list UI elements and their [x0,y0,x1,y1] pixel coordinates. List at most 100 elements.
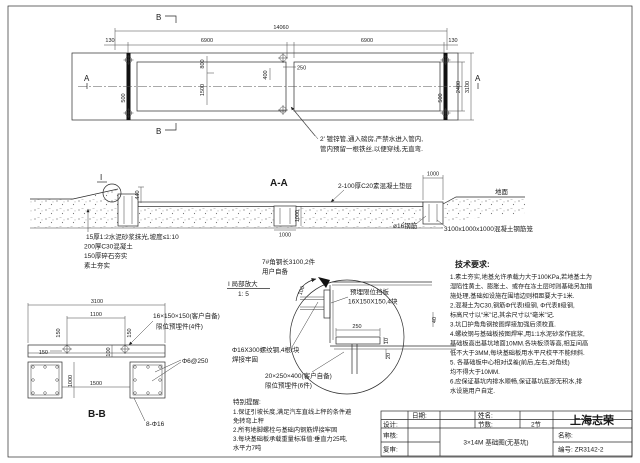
section-marker-b-top: B [156,13,161,22]
detail-label-line2: 1: 5 [238,291,249,298]
base-plate [335,336,381,345]
dim-label: 3100 [465,81,471,93]
plate-note-line2: 16X150X150,4块 [348,297,398,306]
dim-label: 500 [121,93,127,102]
name2-label: 名称: [558,431,573,440]
layer-note-3: 150厚碎石夯实 [84,251,128,260]
dim-label: 130 [448,38,457,44]
dim-label: 400 [263,70,269,79]
anchor-marker [440,107,451,119]
special-notes-title: 特别提醒: [233,397,261,406]
dim-label: 6900 [201,38,213,44]
section-marker-a-right: A [475,74,481,83]
anchor-marker [277,104,289,116]
corner-angle-steel [318,277,330,288]
dim-label: 1000 [295,210,301,222]
dim-label: 1500 [200,84,206,96]
bb-rebar-note: 8-Φ16 [146,421,165,428]
special-note-line: 水平力7吨 [233,444,261,452]
left-ramp-soil [30,189,118,228]
title-block: 日期: 姓名: 节数: 2节 设计: 审核: 复审: 3×14M 基础图(无基坑… [380,411,633,457]
embed-note-line2: 限位预埋件(6件) [265,381,312,390]
bb-footing-right [129,361,166,399]
tech-requirements-title: 技术要求: [455,259,490,269]
layer-note-4: 素土夯实 [84,261,111,270]
detail-circle-marker [102,183,122,203]
tech-line: 6.应保证基坑内排水顺畅,保证基坑底部无积水,排 [450,378,582,386]
dim-label: 500 [438,93,444,102]
special-notes: 特别提醒: 1.保证引坡长度,满足汽车直线上秤的条件避 免转弯上秤 2.所有地脚… [233,397,351,452]
detail-circle [289,279,405,395]
dim-label: 3100 [91,299,103,305]
dim-label: 250 [297,66,306,72]
anchor-marker [440,54,451,66]
dim-label: 1100 [90,312,102,318]
bb-stirrup-note: Φ6@250 [182,358,209,365]
dim-label: 20 [386,353,392,359]
layer-note-2: 200厚C30混凝土 [84,242,133,251]
anchor-bars [300,296,324,310]
special-note-line: 3.每块基础板承载重量标准值:垂直力25吨, [233,435,348,443]
bb-footing-left [27,361,63,399]
dim-label: 100 [106,347,112,356]
dim-label: 10 [384,338,390,344]
sections-label: 节数: [478,420,493,429]
angle-note-line2: 用户自备 [262,267,289,276]
sections-value: 2节 [531,421,542,429]
rebar-note: ø16钢筋 [393,221,418,230]
dim-label: 14060 [273,25,288,31]
dim-label: 1000 [427,172,439,178]
drawing-number: 编号: ZR3142-2 [558,445,604,454]
limit-baffle-plate [323,289,331,319]
pipe-note-line1: 2' 镀锌管,通入磅房,严禁水进入管内, [320,134,423,143]
dim-label: 150 [39,350,48,356]
bb-embed-note-line2: 限位预埋件(4件) [156,322,203,331]
name-label: 姓名: [478,411,493,420]
section-bb: 3100 1100 150 150 150 100 1000 1500 16×1… [27,299,220,428]
dim-label: 100 [298,285,307,296]
dim-label: 250 [352,324,361,330]
tech-line: 施处理,基础如设施在围墙边则相距要大于1米. [450,292,575,300]
dim-label: 150 [127,328,133,337]
tech-line: 基础板高出基坑地面10MM.各块板须等高,相互间高 [450,340,588,348]
design-label: 设计: [383,420,398,429]
tech-line: 4.螺纹钢与基础板按图焊牢,用1:1水泥砂浆作底浆, [450,330,585,338]
pedestal-middle [273,205,297,227]
tech-line: 均不得大于10MM. [450,368,500,376]
plan-view: 14060 130 6900 6900 130 800 1500 400 250… [71,13,481,153]
angle-note-line1: 7#角钢长3100,2件 [262,257,316,266]
tech-line: 1.素土夯实,地基允许承载力大于100KPa,若地基土为 [450,273,592,281]
dim-label: 130 [105,38,114,44]
layer-note-1: 15厚1:2水泥砂浆抹光,坡度≤1:10 [86,232,179,241]
detail-label-line1: I 局部放大 [228,279,258,288]
bb-road-slab [27,344,166,358]
anchor-marker [123,54,134,66]
bb-embed-note-line1: 16×150×150(客户自备) [153,311,220,320]
company-name: 上海志荣 [570,413,615,427]
section-bb-title: B-B [88,409,106,420]
tech-line: 5. 各基础板中心相对误差(前后,左右,对角线) [450,359,570,367]
section-marker-a-left: A [84,74,90,83]
pipe-leader [290,106,316,137]
tech-line: 标高尺寸以“米”记,其余尺寸以“毫米”记. [450,311,555,319]
dim-label: 800 [200,59,206,68]
drawing-border [7,5,633,458]
pedestal-left [117,193,139,227]
cage-note: 3100x1000x1000混凝土钢筋笼 [444,224,533,233]
base-plate-rods [351,344,358,374]
pedestal-right [422,201,444,225]
dim-label: 40 [432,317,438,323]
check-label: 审核: [383,431,398,440]
drawing-title: 3×14M 基础图(无基坑) [463,438,528,447]
special-note-line: 1.保证引坡长度,满足汽车直线上秤的条件避 [233,408,351,416]
tech-line: 2.混凝土为C30,钢筋Φ代表Ⅰ级钢, Φ代表Ⅱ级钢, [450,302,575,310]
tech-line: 低不大于3MM,每块基础板用水平尺校平不能倾斜. [450,349,585,357]
plate-note-line1: 预埋限位挡板 [350,287,390,296]
angle-arrow [295,278,317,302]
cushion-note: 2-100厚C20素混凝土垫层 [338,181,413,190]
date-label: 日期: [412,412,427,420]
special-note-line: 免转弯上秤 [233,417,264,425]
ground-label: 地面 [495,187,509,196]
dim-label: 1500 [90,381,102,387]
